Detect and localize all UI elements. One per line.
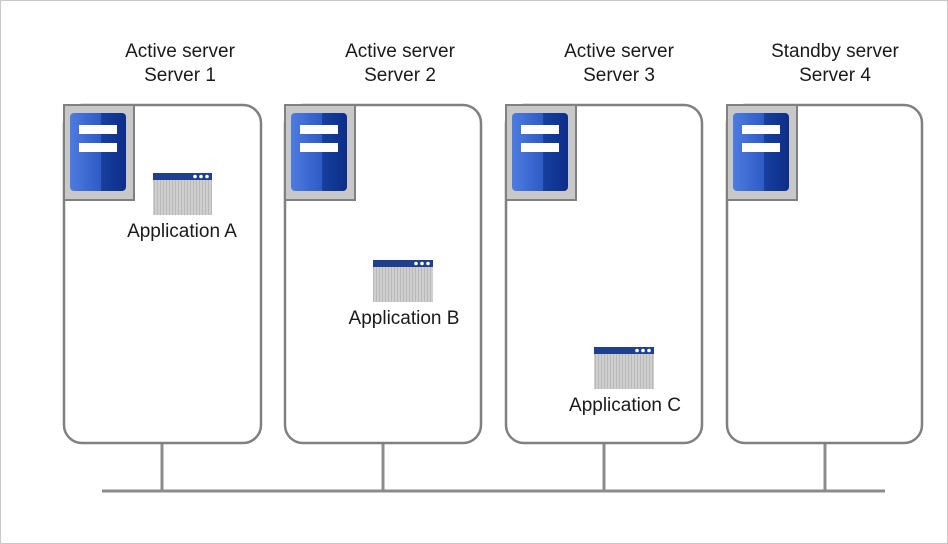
server-icon xyxy=(284,104,356,201)
server-name-label: Server 4 xyxy=(799,65,871,86)
server-icon xyxy=(63,104,135,201)
server-role-label: Active server xyxy=(564,41,674,62)
server-icon xyxy=(505,104,577,201)
server-2-label: Active server Server 2 xyxy=(290,40,510,88)
server-node-2 xyxy=(283,103,483,491)
application-window-icon xyxy=(153,173,212,215)
server-role-label: Active server xyxy=(345,41,455,62)
application-window-icon xyxy=(594,347,654,389)
server-name-label: Server 1 xyxy=(144,65,216,86)
application-b-label: Application B xyxy=(348,308,460,329)
server-3-label: Active server Server 3 xyxy=(509,40,729,88)
server-name-label: Server 2 xyxy=(364,65,436,86)
application-a-label: Application A xyxy=(127,221,237,242)
server-4-label: Standby server Server 4 xyxy=(725,40,945,88)
server-node-3 xyxy=(504,103,704,491)
server-node-1 xyxy=(62,103,263,491)
server-icon xyxy=(726,104,798,201)
application-c-label: Application C xyxy=(569,395,681,416)
server-name-label: Server 3 xyxy=(583,65,655,86)
application-window-icon xyxy=(373,260,433,302)
server-1-label: Active server Server 1 xyxy=(70,40,290,88)
server-role-label: Standby server xyxy=(771,41,899,62)
server-role-label: Active server xyxy=(125,41,235,62)
server-node-4 xyxy=(725,103,924,491)
